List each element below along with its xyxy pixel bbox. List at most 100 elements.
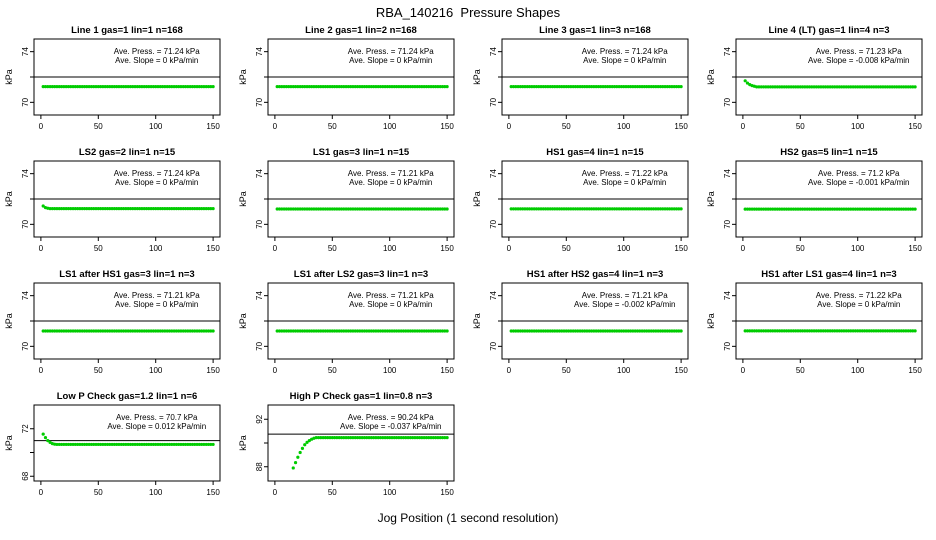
data-point — [883, 85, 887, 89]
data-point — [438, 207, 442, 211]
data-point — [346, 329, 350, 333]
data-point — [305, 85, 309, 89]
data-point — [126, 329, 130, 333]
data-point — [200, 207, 204, 211]
data-point — [138, 207, 142, 211]
x-tick-label: 50 — [328, 366, 337, 375]
data-point — [523, 85, 527, 89]
data-point — [557, 329, 562, 333]
data-point — [603, 207, 607, 211]
data-point — [289, 329, 293, 333]
y-axis-label: kPa — [706, 69, 716, 85]
data-point — [794, 207, 798, 211]
data-point — [211, 85, 215, 89]
data-point — [344, 329, 348, 333]
y-tick-label: 74 — [723, 169, 732, 178]
data-point — [789, 85, 793, 89]
data-point — [617, 207, 621, 211]
figure-title: RBA_140216 Pressure Shapes — [375, 5, 561, 20]
data-point — [557, 85, 562, 89]
data-point — [560, 329, 564, 333]
data-point — [592, 207, 596, 211]
data-point — [66, 442, 71, 447]
data-point — [798, 329, 802, 333]
data-point — [406, 436, 410, 440]
data-point — [869, 329, 874, 333]
data-point — [766, 207, 770, 211]
data-point — [791, 207, 796, 211]
data-point — [131, 442, 135, 447]
y-tick-label: 74 — [255, 291, 264, 300]
data-point — [606, 329, 610, 333]
data-point — [183, 442, 188, 447]
data-point — [876, 207, 880, 211]
data-point — [663, 329, 667, 333]
data-point — [787, 329, 791, 333]
data-point — [844, 85, 848, 89]
data-point — [372, 207, 376, 211]
data-point — [429, 329, 433, 333]
y-tick-label: 74 — [21, 169, 30, 178]
data-point — [883, 207, 887, 211]
data-point — [773, 207, 777, 211]
data-point — [413, 85, 417, 89]
data-point — [310, 329, 314, 333]
y-axis-label: kPa — [472, 69, 482, 85]
data-point — [126, 85, 130, 89]
annotation-avg-pressure: Ave. Press. = 71.24 kPa — [114, 47, 200, 56]
data-point — [172, 85, 176, 89]
data-point — [98, 329, 103, 333]
data-point — [656, 207, 660, 211]
annotation-avg-pressure: Ave. Press. = 71.22 kPa — [816, 291, 902, 300]
data-point — [151, 85, 156, 89]
data-point — [280, 85, 284, 89]
data-point — [344, 85, 348, 89]
data-point — [165, 329, 169, 333]
data-point — [810, 329, 814, 333]
data-point — [43, 329, 48, 333]
data-point — [170, 329, 174, 333]
data-point — [48, 85, 52, 89]
data-point — [121, 442, 126, 447]
data-point — [307, 439, 311, 443]
data-point — [328, 329, 332, 333]
data-point — [53, 207, 57, 211]
data-point — [80, 85, 84, 89]
data-point — [881, 329, 885, 333]
data-point — [408, 85, 412, 89]
data-point — [654, 85, 658, 89]
data-point — [372, 329, 376, 333]
data-point — [190, 329, 195, 333]
data-point — [372, 85, 376, 89]
data-point — [516, 329, 520, 333]
data-point — [911, 207, 915, 211]
data-point — [615, 207, 619, 211]
data-point — [663, 85, 667, 89]
data-point — [844, 207, 848, 211]
data-point — [555, 85, 559, 89]
data-point — [314, 329, 318, 333]
data-point — [342, 85, 346, 89]
data-point — [908, 85, 913, 89]
data-point — [209, 207, 213, 211]
data-point — [144, 442, 149, 447]
data-point — [823, 329, 828, 333]
data-point — [876, 85, 880, 89]
data-point — [553, 85, 557, 89]
data-point — [876, 329, 880, 333]
data-point — [807, 207, 812, 211]
data-point — [369, 436, 373, 440]
data-point — [642, 207, 646, 211]
data-point — [571, 207, 575, 211]
data-point — [874, 329, 878, 333]
x-tick-label: 100 — [383, 488, 397, 497]
data-point — [140, 207, 144, 211]
data-point — [913, 329, 917, 333]
data-point — [98, 207, 103, 211]
data-point — [300, 329, 305, 333]
data-point — [195, 85, 199, 89]
data-point — [810, 207, 814, 211]
